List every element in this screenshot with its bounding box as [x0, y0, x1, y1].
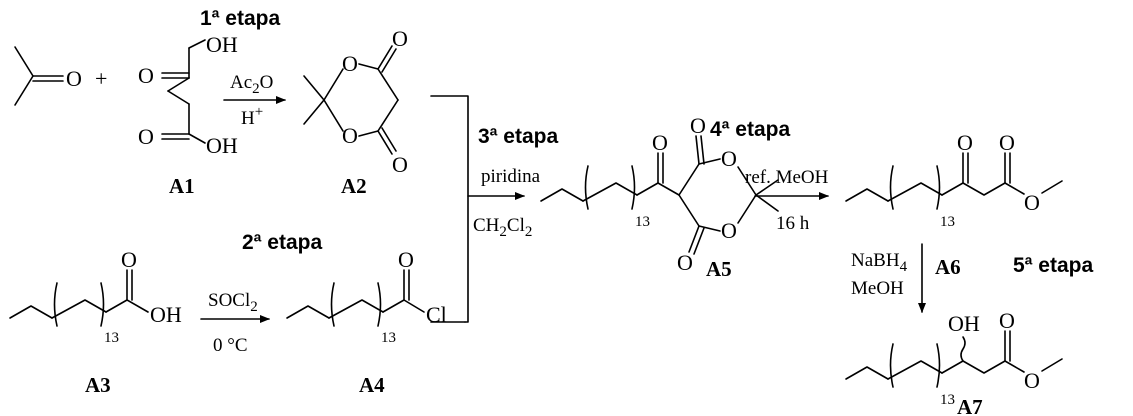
a5-carbonyl-oxygen-bottom: O — [677, 250, 693, 275]
step2-reagent-top: SOCl2 — [208, 290, 258, 315]
compound-a3-label: A3 — [85, 373, 111, 397]
step1-reagent-bottom: H+ — [241, 104, 263, 129]
a6-ester-carbonyl-oxygen: O — [999, 130, 1015, 155]
a4-chlorine: Cl — [426, 302, 447, 327]
a2-ring-oxygen-bottom: O — [342, 123, 358, 148]
a5-carbonyl-oxygen-top: O — [690, 113, 706, 138]
step3-bracket — [430, 95, 525, 323]
a7-repeat-count: 13 — [940, 392, 955, 408]
beta-hydroxy-ester-structure: OH O O 13 — [845, 308, 1063, 408]
a4-repeat-count: 13 — [381, 330, 396, 346]
a5-repeat-count: 13 — [635, 214, 650, 230]
palmitic-acid-structure: O OH 13 — [9, 247, 182, 346]
a1-hydroxyl-top: OH — [206, 32, 238, 57]
a2-ring-oxygen-top: O — [342, 51, 358, 76]
a7-hydroxyl: OH — [948, 311, 980, 336]
stage-4-label: 4ª etapa — [710, 118, 790, 141]
beta-keto-ester-structure: O O O 13 — [845, 130, 1063, 230]
compound-a7-label: A7 — [957, 395, 983, 416]
a6-ketone-oxygen: O — [957, 130, 973, 155]
acetone-oxygen: O — [66, 66, 82, 91]
step5-reagent-bottom: MeOH — [851, 278, 904, 299]
plus-sign: + — [95, 66, 107, 91]
meldrums-acid-structure: O O O O — [303, 26, 408, 177]
a5-ring-oxygen-bottom: O — [721, 218, 737, 243]
step5-reagent-top: NaBH4 — [851, 250, 908, 275]
a7-ester-carbonyl-oxygen: O — [999, 308, 1015, 333]
stage-5-label: 5ª etapa — [1013, 254, 1093, 277]
stage-3-label: 3ª etapa — [478, 125, 558, 148]
stage-1-label: 1ª etapa — [200, 7, 280, 30]
step4-reagent-bottom: 16 h — [776, 213, 810, 234]
acetone-structure: O — [14, 46, 82, 106]
compound-a5-label: A5 — [706, 257, 732, 281]
a5-ring-oxygen-top: O — [721, 146, 737, 171]
compound-a6-label: A6 — [935, 255, 961, 279]
acyl-meldrums-structure: O 13 O O O O — [540, 113, 779, 275]
a1-hydroxyl-bottom: OH — [206, 133, 238, 158]
step1-reagent-top: Ac2O — [230, 72, 273, 97]
malonic-acid-structure: O OH O OH — [138, 32, 238, 158]
a1-oxygen-bottom: O — [138, 124, 154, 149]
a7-ester-oxygen: O — [1024, 368, 1040, 393]
a4-carbonyl-oxygen: O — [398, 247, 414, 272]
a3-hydroxyl: OH — [150, 302, 182, 327]
a1-oxygen-top: O — [138, 63, 154, 88]
compound-a1-label: A1 — [169, 174, 195, 198]
a5-ketone-oxygen: O — [652, 130, 668, 155]
a2-carbonyl-oxygen-top: O — [392, 26, 408, 51]
compound-a2-label: A2 — [341, 174, 367, 198]
a6-ester-oxygen: O — [1024, 190, 1040, 215]
a3-repeat-count: 13 — [104, 330, 119, 346]
stage-2-label: 2ª etapa — [242, 231, 322, 254]
step4-reagent-top: ref. MeOH — [745, 167, 829, 188]
step3-reagent-bottom: CH2Cl2 — [473, 215, 532, 240]
palmitoyl-chloride-structure: O Cl 13 — [286, 247, 447, 346]
a3-carbonyl-oxygen: O — [121, 247, 137, 272]
compound-a4-label: A4 — [359, 373, 385, 397]
a2-carbonyl-oxygen-bottom: O — [392, 152, 408, 177]
a6-repeat-count: 13 — [940, 214, 955, 230]
step2-reagent-bottom: 0 °C — [213, 335, 248, 356]
step3-reagent-top: piridina — [481, 166, 541, 187]
